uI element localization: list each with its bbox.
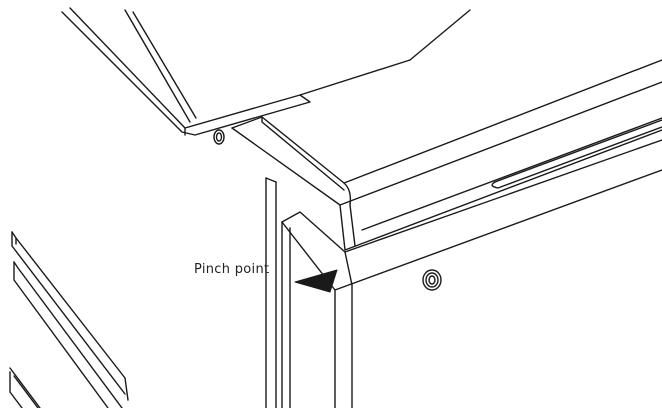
cabinet-screw bbox=[422, 269, 442, 291]
pinch-point-label: Pinch point bbox=[194, 262, 270, 277]
top-tray bbox=[231, 59, 662, 251]
cabinet-body bbox=[281, 139, 662, 408]
side-panel bbox=[9, 231, 129, 408]
upper-lid bbox=[61, 7, 471, 136]
hinge-screw bbox=[213, 129, 225, 145]
pinch-point-arrow bbox=[294, 269, 338, 293]
rear-post bbox=[265, 177, 277, 408]
